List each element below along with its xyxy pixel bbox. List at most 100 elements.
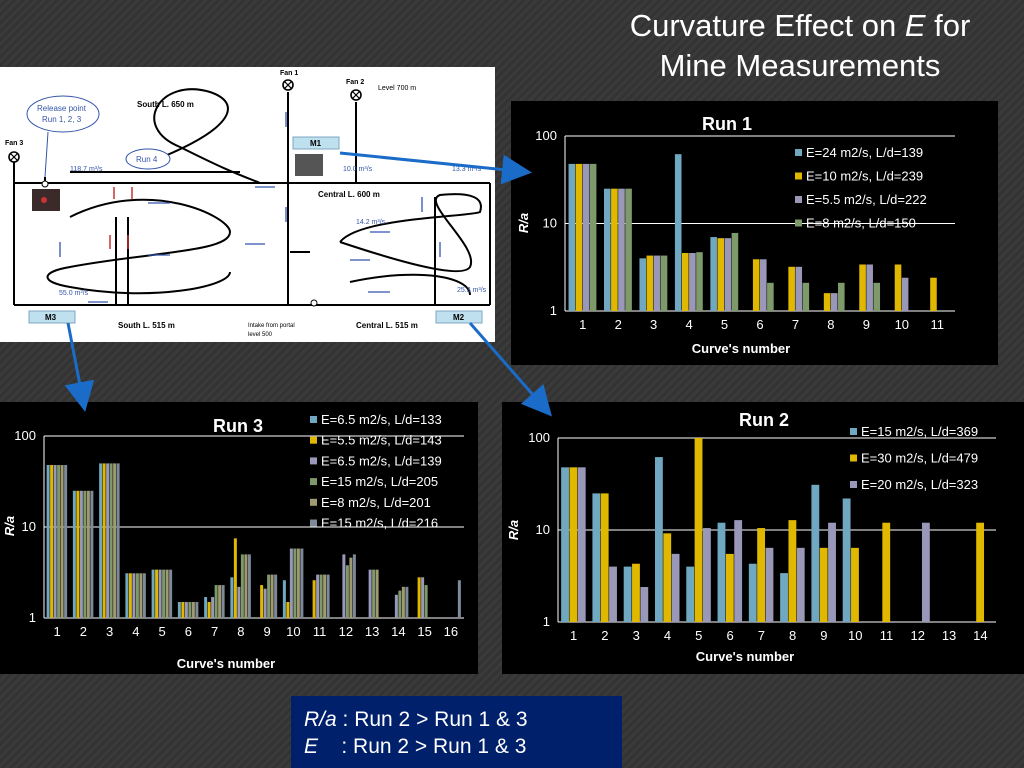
bar xyxy=(748,563,757,622)
bar xyxy=(184,601,188,618)
bar xyxy=(240,554,244,618)
slide-title: Curvature Effect on E for Mine Measureme… xyxy=(585,6,1015,86)
note-ra: R/a xyxy=(304,708,337,731)
mine-map: Fan 1 Fan 2 Fan 3 Level 700 m South L. 6… xyxy=(0,67,495,342)
legend-label: E=5.5 m2/s, L/d=143 xyxy=(321,433,442,448)
bar xyxy=(106,463,110,618)
bar xyxy=(405,586,409,618)
bar xyxy=(725,553,734,622)
bar xyxy=(169,569,173,618)
flow-13-label: 13.3 m³/s xyxy=(452,166,482,173)
bar xyxy=(158,569,162,618)
bar xyxy=(757,528,766,622)
legend-swatch xyxy=(795,196,802,203)
y-tick-label: 10 xyxy=(543,216,557,231)
bar xyxy=(421,577,425,618)
arrow-m1-run1 xyxy=(339,151,532,185)
bar xyxy=(296,548,300,618)
bar xyxy=(181,601,185,618)
legend-swatch xyxy=(310,498,317,506)
bar xyxy=(802,282,810,311)
legend-swatch xyxy=(795,149,802,156)
x-tick-label: 12 xyxy=(339,624,353,639)
bar xyxy=(372,569,376,618)
bar xyxy=(326,574,330,618)
bar xyxy=(90,490,94,618)
chart-title: Run 2 xyxy=(739,410,789,430)
bar xyxy=(109,463,113,618)
mine-map-svg: Fan 1 Fan 2 Fan 3 Level 700 m South L. 6… xyxy=(5,70,491,338)
note-line-2: : Run 2 > Run 1 & 3 xyxy=(318,735,527,758)
x-tick-label: 10 xyxy=(848,628,862,643)
legend-label: E=15 m2/s, L/d=369 xyxy=(861,424,978,439)
bar xyxy=(577,467,586,622)
legend-label: E=5.5 m2/s, L/d=222 xyxy=(806,192,927,207)
x-tick-label: 8 xyxy=(827,317,834,332)
bar xyxy=(873,282,881,311)
bar xyxy=(795,266,803,311)
y-tick-label: 10 xyxy=(536,522,550,537)
bar xyxy=(195,601,199,618)
legend-label: E=6.5 m2/s, L/d=133 xyxy=(321,412,442,427)
bar xyxy=(569,467,578,622)
bar xyxy=(60,465,64,618)
m1-label: M1 xyxy=(310,139,322,148)
bar xyxy=(592,493,601,622)
bar xyxy=(188,601,192,618)
flow-14-label: 14.2 m³/s xyxy=(356,219,386,226)
legend-label: E=15 m2/s, L/d=205 xyxy=(321,474,438,489)
x-tick-label: 3 xyxy=(106,624,113,639)
x-tick-label: 9 xyxy=(820,628,827,643)
bar xyxy=(286,601,290,618)
bar xyxy=(244,554,248,618)
bar xyxy=(842,498,851,622)
release-runs-label: Run 1, 2, 3 xyxy=(42,115,82,124)
x-tick-label: 1 xyxy=(54,624,61,639)
legend-swatch xyxy=(850,454,857,462)
bar xyxy=(79,490,83,618)
arrow-m3-run3 xyxy=(64,322,95,412)
x-tick-label: 4 xyxy=(132,624,139,639)
bar xyxy=(767,282,774,311)
bar xyxy=(191,601,195,618)
bar xyxy=(102,463,106,618)
title-text-2: for xyxy=(925,8,971,43)
bar xyxy=(851,547,859,622)
flow-55-label: 55.0 m³/s xyxy=(59,290,89,297)
flow-118-label: 118.7 m³/s xyxy=(70,166,103,173)
legend-swatch xyxy=(850,428,857,435)
legend-label: E=10 m2/s, L/d=239 xyxy=(806,169,923,184)
bar xyxy=(155,569,159,618)
bar xyxy=(116,463,120,618)
x-axis-label: Curve's number xyxy=(692,341,790,356)
y-tick-label: 10 xyxy=(22,519,36,534)
bar xyxy=(86,490,90,618)
bar xyxy=(646,255,654,311)
legend-swatch xyxy=(795,172,802,180)
x-tick-label: 11 xyxy=(931,317,945,332)
bar xyxy=(211,597,215,618)
note-e: E xyxy=(304,735,319,758)
x-tick-label: 4 xyxy=(685,317,692,332)
x-tick-label: 14 xyxy=(973,628,987,643)
x-tick-label: 12 xyxy=(911,628,925,643)
x-tick-label: 10 xyxy=(286,624,300,639)
x-tick-label: 14 xyxy=(391,624,405,639)
x-axis-label: Curve's number xyxy=(696,649,794,664)
fan-1-label: Fan 1 xyxy=(280,70,298,77)
bar xyxy=(233,538,237,618)
x-tick-label: 2 xyxy=(601,628,608,643)
legend-label: E=6.5 m2/s, L/d=139 xyxy=(321,453,442,468)
bar xyxy=(53,465,57,618)
x-tick-label: 1 xyxy=(570,628,577,643)
bar xyxy=(828,522,836,622)
x-tick-label: 5 xyxy=(159,624,166,639)
bar xyxy=(600,493,609,622)
bar xyxy=(162,569,166,618)
bar xyxy=(349,557,353,618)
y-tick-label: 1 xyxy=(29,610,36,625)
bar xyxy=(260,585,264,618)
